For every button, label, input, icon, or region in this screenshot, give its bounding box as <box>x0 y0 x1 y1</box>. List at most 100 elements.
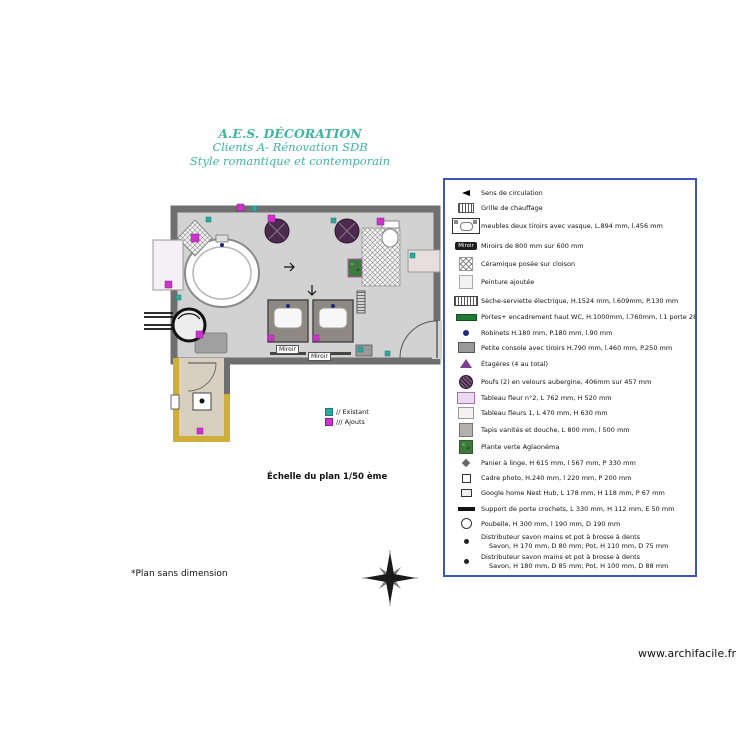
circulation-arrow-1 <box>284 262 295 272</box>
legend-item-text: Serviettes de toilette Mme et M., L 1300… <box>481 575 662 577</box>
pouf-2 <box>334 218 360 244</box>
legend-item-text: Sens de circulation <box>481 189 543 197</box>
ceramic-hatch-icon <box>459 257 473 272</box>
legend-item: Tableau fleurs 1, L 470 mm, H 630 mm <box>451 407 693 420</box>
mini-legend: // Existant /// Ajouts <box>325 407 369 427</box>
mini-legend-ajouts: /// Ajouts <box>325 417 369 427</box>
laundry-basket-icon <box>461 458 471 468</box>
pipes <box>144 312 173 330</box>
legend-item: Serviettes de toilette Mme et M., L 1300… <box>451 573 693 577</box>
artwork-2-icon <box>457 392 475 405</box>
legend-item: Tableau fleur n°2, L 762 mm, H 520 mm <box>451 392 693 405</box>
legend-item: Céramique posée sur cloison <box>451 257 693 272</box>
annex-wall-bottom <box>173 436 230 442</box>
compass-rose-icon <box>362 550 418 606</box>
legend-item: Grille de chauffage <box>451 202 693 214</box>
plan-mirror-label-1: Miroir <box>276 345 299 354</box>
existant-swatch-icon <box>325 408 333 416</box>
photo-frame-icon <box>461 473 471 483</box>
legend-item-text: Étagères (4 au total) <box>481 359 549 368</box>
legend-item: Portes+ encadrement haut WC, H.1000mm, l… <box>451 311 695 323</box>
dimension-note: *Plan sans dimension <box>131 569 228 579</box>
ajout-markers <box>236 203 385 342</box>
legend-item-text: Sèche-serviette électrique, H.1524 mm, l… <box>481 296 679 305</box>
legend-item-text: Miroirs de 800 mm sur 600 mm <box>481 242 584 251</box>
legend-item: Poufs (2) en velours aubergine, 406mm su… <box>451 374 693 389</box>
legend-item: Panier à linge, H 615 mm, l 567 mm, P 33… <box>451 457 693 469</box>
scale-note: Échelle du plan 1/50 ème <box>267 472 388 482</box>
plan-mirror-label-2: Miroir <box>308 352 331 361</box>
legend-item-subtext: Savon, H 180 mm, D 85 mm; Pot, H 100 mm,… <box>489 562 669 571</box>
legend-item: meubles deux tiroirs avec vasque, L.894 … <box>451 217 693 235</box>
legend-item-text: Peinture ajoutée <box>481 278 535 287</box>
plant-icon <box>459 439 473 454</box>
legend-item: Petite console avec tiroirs H.790 mm, l.… <box>451 342 693 354</box>
annex-window <box>170 394 180 410</box>
legend-item: Sens de circulation <box>451 187 693 199</box>
legend-item-text: Cadre photo, H.240 mm, l 220 mm, P 200 m… <box>481 474 632 483</box>
artwork-1-icon <box>458 407 474 420</box>
faucet-2 <box>331 304 335 308</box>
plan-title-block: A.E.S. DÉCORATION Clients A- Rénovation … <box>175 126 405 169</box>
annex-door-arc <box>187 362 217 392</box>
legend-item-text: Plante verte Aglaonéma <box>481 442 560 451</box>
website-url: www.archifacile.fr <box>638 647 737 660</box>
legend-item: Peinture ajoutée <box>451 275 693 290</box>
door-swing-arc <box>399 320 438 359</box>
nest-hub-icon <box>460 489 472 498</box>
legend-item-text: Google home Nest Hub, L 178 mm, H 118 mm… <box>481 489 665 498</box>
existant-markers <box>175 205 391 357</box>
legend-item-text: Poufs (2) en velours aubergine, 406mm su… <box>481 377 652 386</box>
floor-plan-canvas <box>144 203 442 442</box>
ajouts-swatch-icon <box>325 418 333 426</box>
legend-item: Tapis vanités et douche, L 800 mm, l 500… <box>451 422 693 437</box>
mini-legend-existant-label: // Existant <box>336 408 369 416</box>
faucet-dot-icon <box>463 329 469 336</box>
direction-arrow-icon <box>462 190 470 196</box>
legend-item-text: meubles deux tiroirs avec vasque, L.894 … <box>481 222 663 231</box>
circulation-arrow-2 <box>307 285 317 296</box>
legend-item-text: Petite console avec tiroirs H.790 mm, l.… <box>481 343 673 352</box>
heating-grille-icon <box>458 203 474 214</box>
tub-faucet <box>220 243 224 247</box>
legend-item-text: Tableau fleur n°2, L 762 mm, H 520 mm <box>481 394 612 403</box>
legend-item: Distributeur savon mains et pot à brosse… <box>451 553 693 570</box>
right-exterior-unit <box>407 249 441 273</box>
legend-item-text: Support de porte crochets, L 330 mm, H 1… <box>481 504 675 513</box>
legend-item: Robinets H.180 mm, P.180 mm, l.90 mm <box>451 327 693 339</box>
legend-item-text: Robinets H.180 mm, P.180 mm, l.90 mm <box>481 328 613 337</box>
legend-item-text: Tableau fleurs 1, L 470 mm, H 630 mm <box>481 409 608 418</box>
soap-dispenser-icon <box>463 538 469 544</box>
legend-item-text: Distributeur savon mains et pot à brosse… <box>481 553 641 562</box>
paint-swatch-icon <box>459 275 473 290</box>
toilet-bowl <box>381 228 399 248</box>
rug-icon <box>459 422 473 437</box>
console-icon <box>457 342 475 354</box>
mirror-chip-icon: Miroir <box>455 242 477 251</box>
mirror-2 <box>315 352 351 355</box>
trash-bin-icon <box>460 518 472 530</box>
legend-item: Miroir Miroirs de 800 mm sur 600 mm <box>451 239 693 254</box>
legend-item-text: Grille de chauffage <box>481 204 543 213</box>
towels-icon <box>455 575 477 577</box>
annex-wall-right <box>224 391 230 442</box>
legend-item-text: Céramique posée sur cloison <box>481 260 576 269</box>
client-line: Clients A- Rénovation SDB <box>212 140 368 154</box>
towel-radiator <box>356 290 366 314</box>
legend-item-text: Portes+ encadrement haut WC, H.1000mm, l… <box>481 313 697 322</box>
mini-legend-existant: // Existant <box>325 407 369 417</box>
legend-item: Support de porte crochets, L 330 mm, H 1… <box>451 503 693 515</box>
company-name: A.E.S. DÉCORATION <box>218 126 362 141</box>
legend-item-text: Panier à linge, H 615 mm, l 567 mm, P 33… <box>481 459 636 467</box>
legend-item: Plante verte Aglaonéma <box>451 439 693 454</box>
mini-legend-ajouts-label: /// Ajouts <box>336 418 365 426</box>
legend-item-subtext: Savon, H 170 mm, D 80 mm; Pot, H 110 mm,… <box>489 541 669 550</box>
hook-rack-icon <box>457 506 475 511</box>
legend-item-text: Distributeur savon mains et pot à brosse… <box>481 532 641 541</box>
legend-item: Sèche-serviette électrique, H.1524 mm, l… <box>451 293 693 308</box>
towel-radiator-icon <box>454 295 478 306</box>
legend-item: Poubelle, H 300 mm, l 190 mm, D 190 mm <box>451 518 693 530</box>
console <box>355 344 373 357</box>
plant <box>347 258 363 278</box>
soap-dispenser-icon <box>463 559 469 565</box>
